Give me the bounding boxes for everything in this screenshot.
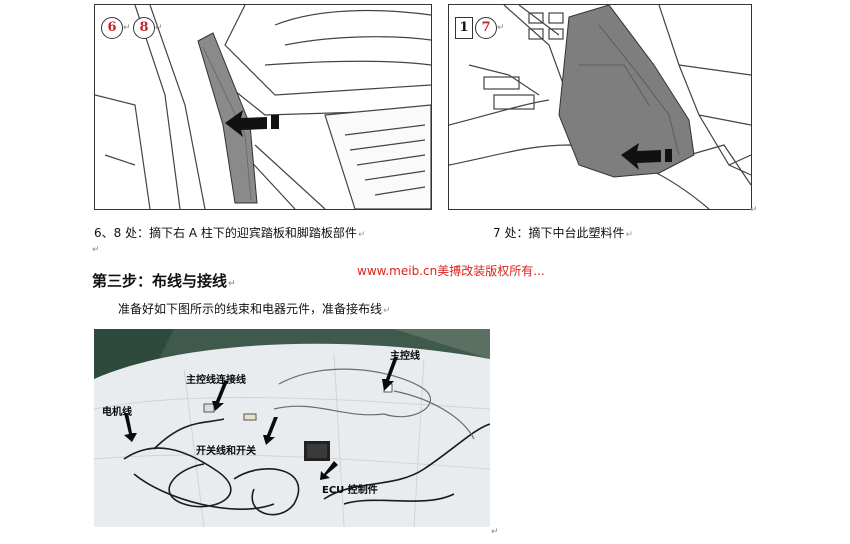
- figure-left-a-pillar: 6 ↵ 8 ↵: [94, 4, 432, 210]
- marker-7-return-mark: ↵: [497, 23, 505, 33]
- marker-8: 8: [133, 17, 155, 39]
- step-title-text: 第三步：布线与接线: [92, 272, 228, 290]
- label-ecu: ECU 控制件: [322, 485, 378, 496]
- caption-right-text: 7 处：摘下中台此塑料件: [493, 226, 625, 240]
- photo-return-mark: ↵: [491, 527, 499, 537]
- label-main-harness: 主控线: [390, 351, 420, 362]
- marker-6: 6: [101, 17, 123, 39]
- figure-right-return-mark: ↵: [750, 205, 758, 215]
- instruction-text: 准备好如下图所示的线束和电器元件，准备接布线: [118, 302, 383, 316]
- blank-line-return-mark: ↵: [92, 245, 100, 255]
- marker-6-return-mark: ↵: [123, 23, 131, 33]
- label-motor-wire: 电机线: [102, 407, 132, 418]
- marker-1-box: 1: [455, 17, 473, 39]
- caption-left-text: 6、8 处：摘下右 A 柱下的迎宾踏板和脚踏板部件: [94, 226, 357, 240]
- caption-right-return-mark: ↵: [625, 230, 633, 240]
- label-switch: 开关线和开关: [196, 446, 256, 457]
- marker-8-return-mark: ↵: [155, 23, 163, 33]
- step-title: 第三步：布线与接线↵: [92, 270, 236, 291]
- caption-left-return-mark: ↵: [357, 230, 366, 240]
- instruction: 准备好如下图所示的线束和电器元件，准备接布线↵: [118, 300, 391, 317]
- watermark: www.meib.cn美搏改装版权所有...: [357, 264, 545, 278]
- caption-left: 6、8 处：摘下右 A 柱下的迎宾踏板和脚踏板部件↵: [94, 224, 365, 241]
- center-console-drawing: [449, 5, 751, 209]
- label-main-connector: 主控线连接线: [186, 375, 246, 386]
- instruction-return-mark: ↵: [383, 306, 391, 316]
- marker-7: 7: [475, 17, 497, 39]
- figure-right-center-console: 1 7 ↵: [448, 4, 752, 210]
- a-pillar-drawing: [95, 5, 431, 209]
- wiring-harness-photo: 主控线 主控线连接线 电机线 开关线和开关 ECU 控制件: [94, 329, 490, 527]
- wiring-harness-image: [94, 329, 490, 527]
- step-title-return-mark: ↵: [228, 279, 236, 289]
- caption-right: 7 处：摘下中台此塑料件↵: [493, 224, 633, 241]
